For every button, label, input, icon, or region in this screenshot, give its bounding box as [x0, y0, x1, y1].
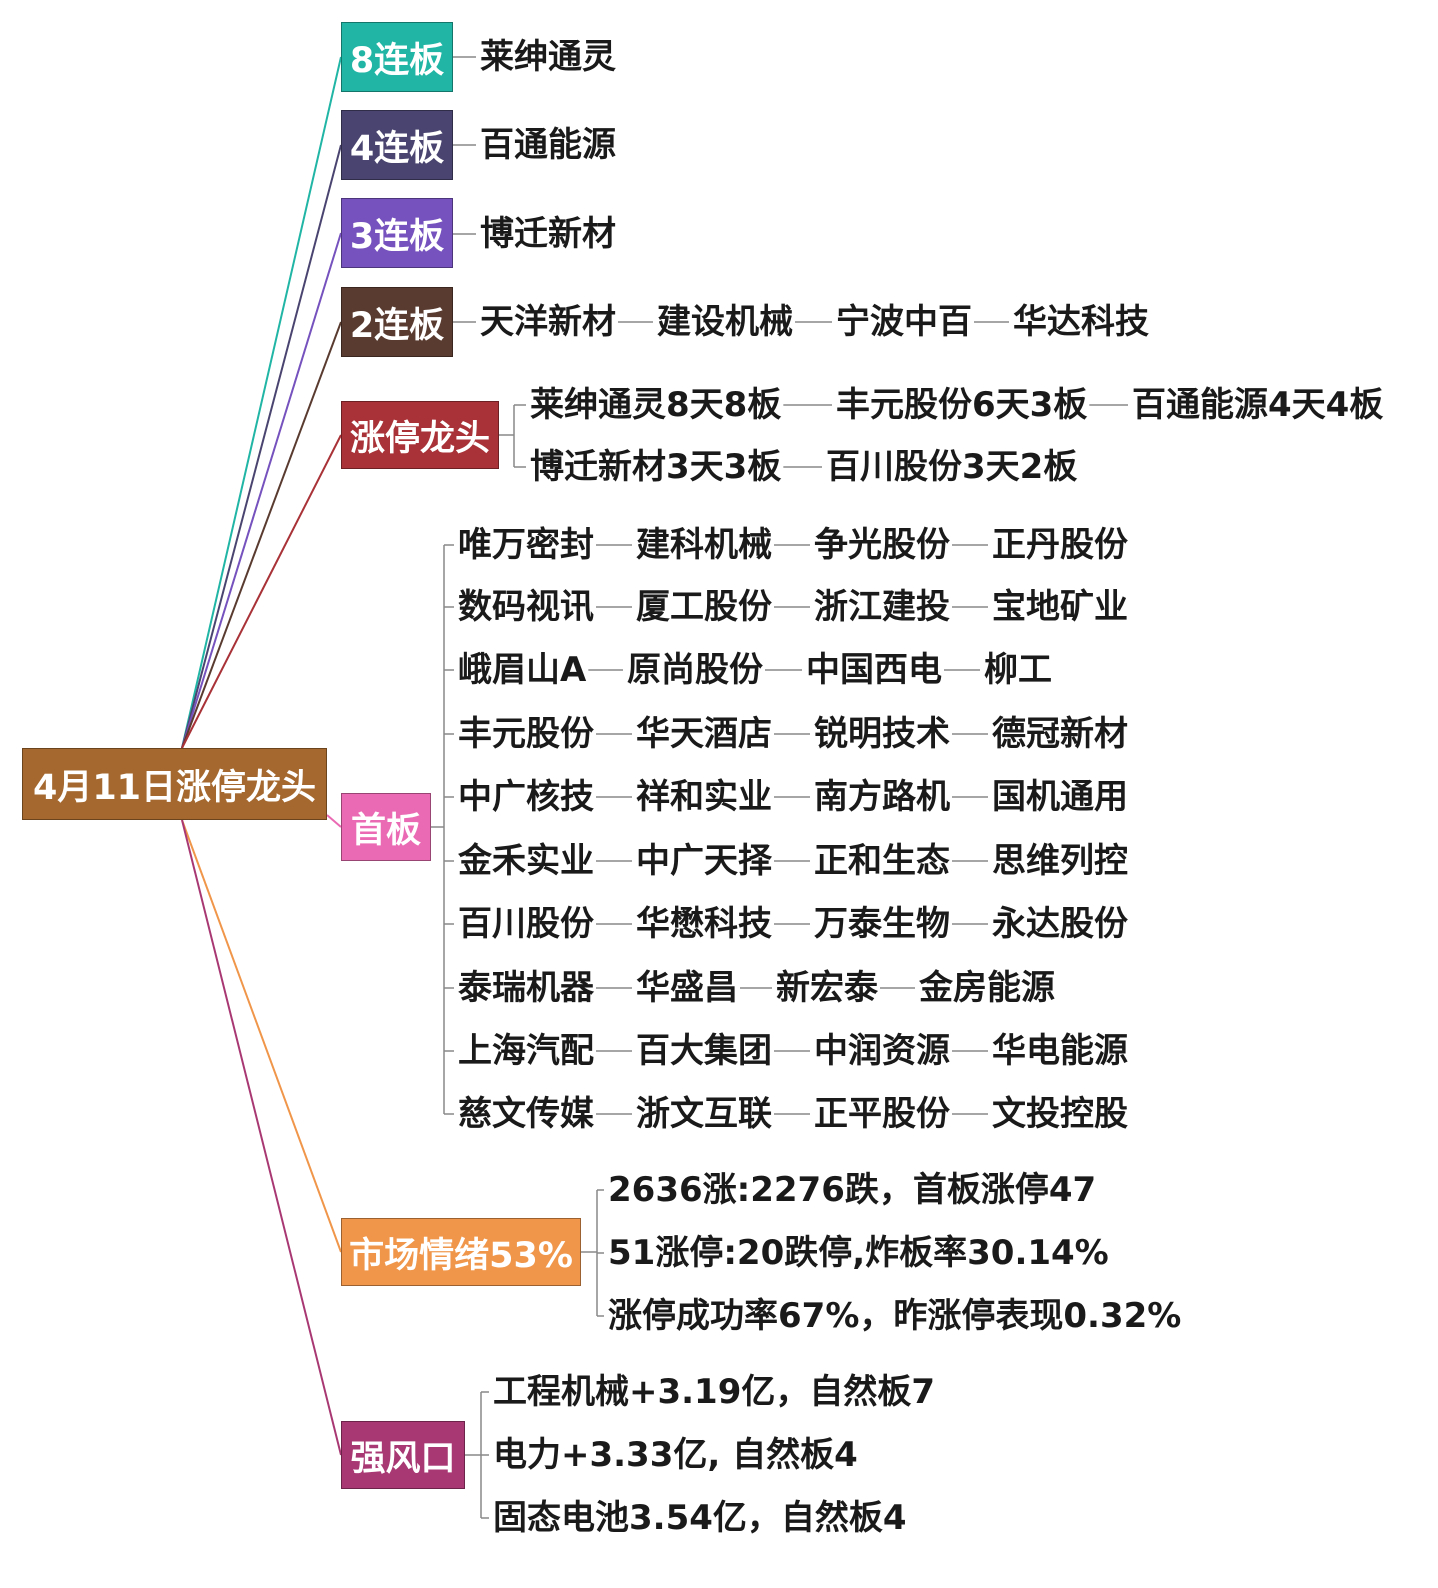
leaf-item-first: 争光股份	[814, 525, 950, 565]
leaf-item-first: 祥和实业	[636, 777, 772, 817]
leaf-item-first: 原尚股份	[627, 650, 763, 690]
leaf-item-leader: 丰元股份6天3板	[836, 385, 1088, 425]
branch-market-mood: 市场情绪53%	[341, 1218, 581, 1286]
leaf-item-first: 丰元股份	[458, 714, 594, 754]
leaf-item-first: 峨眉山A	[458, 650, 587, 690]
leaf-item-first: 华盛昌	[636, 968, 738, 1008]
leaf-item-first: 数码视讯	[458, 587, 594, 627]
leaf-item-first: 中广天择	[636, 841, 772, 881]
leaf-item-first: 厦工股份	[636, 587, 772, 627]
leaf-item-first: 百川股份	[458, 904, 594, 944]
leaf-item-mood: 51涨停:20跌停,炸板率30.14%	[608, 1233, 1109, 1273]
leaf-item-first: 正和生态	[814, 841, 950, 881]
leaf-item-first: 文投控股	[992, 1094, 1128, 1134]
connector-root-mood	[181, 819, 342, 1253]
leaf-item-b4: 百通能源	[480, 125, 616, 165]
leaf-item-first: 万泰生物	[814, 904, 950, 944]
leaf-item-leader: 百川股份3天2板	[826, 447, 1078, 487]
leaf-item-first: 慈文传媒	[458, 1094, 594, 1134]
leaf-item-first: 金禾实业	[458, 841, 594, 881]
branch-4-board: 4连板	[341, 110, 453, 180]
connector-root-leader	[181, 434, 342, 749]
leaf-item-first: 浙江建投	[814, 587, 950, 627]
branch-2-board: 2连板	[341, 287, 453, 357]
leaf-item-first: 思维列控	[992, 841, 1128, 881]
connector-root-b4	[181, 144, 342, 749]
branch-hot-sector: 强风口	[341, 1421, 465, 1489]
leaf-item-first: 柳工	[984, 650, 1052, 690]
branch-8-board: 8连板	[341, 22, 453, 92]
leaf-item-first: 唯万密封	[458, 525, 594, 565]
leaf-item-first: 德冠新材	[992, 714, 1128, 754]
leaf-item-first: 华懋科技	[636, 904, 772, 944]
branch-3-board: 3连板	[341, 198, 453, 268]
leaf-item-first: 锐明技术	[814, 714, 950, 754]
leaf-item-first: 宝地矿业	[992, 587, 1128, 627]
connector-root-wind	[181, 819, 342, 1456]
leaf-item-first: 正丹股份	[992, 525, 1128, 565]
branch-limit-up-leader: 涨停龙头	[341, 401, 499, 469]
leaf-item-leader: 莱绅通灵8天8板	[530, 385, 782, 425]
leaf-item-first: 新宏泰	[776, 968, 878, 1008]
leaf-item-first: 百大集团	[636, 1031, 772, 1071]
leaf-item-wind: 工程机械+3.19亿，自然板7	[493, 1372, 936, 1412]
leaf-item-first: 中广核技	[458, 777, 594, 817]
connector-root-first	[326, 814, 342, 828]
leaf-item-b2: 天洋新材	[480, 302, 616, 342]
leaf-item-first: 建科机械	[636, 525, 772, 565]
leaf-item-first: 中国西电	[806, 650, 942, 690]
leaf-item-first: 永达股份	[992, 904, 1128, 944]
leaf-item-b8: 莱绅通灵	[480, 37, 616, 77]
leaf-item-first: 泰瑞机器	[458, 968, 594, 1008]
leaf-item-b2: 建设机械	[657, 302, 793, 342]
leaf-item-first: 正平股份	[814, 1094, 950, 1134]
leaf-item-first: 金房能源	[919, 968, 1055, 1008]
leaf-item-b3: 博迁新材	[480, 214, 616, 254]
leaf-item-first: 国机通用	[992, 777, 1128, 817]
leaf-item-mood: 2636涨:2276跌，首板涨停47	[608, 1170, 1097, 1210]
leaf-item-first: 华天酒店	[636, 714, 772, 754]
leaf-item-first: 浙文互联	[636, 1094, 772, 1134]
leaf-item-leader: 百通能源4天4板	[1132, 385, 1384, 425]
leaf-item-wind: 电力+3.33亿, 自然板4	[493, 1435, 858, 1475]
connector-root-b3	[181, 232, 342, 749]
leaf-item-mood: 涨停成功率67%，昨涨停表现0.32%	[608, 1296, 1182, 1336]
leaf-item-b2: 华达科技	[1013, 302, 1149, 342]
leaf-item-b2: 宁波中百	[836, 302, 972, 342]
branch-first-board: 首板	[341, 793, 431, 861]
connector-root-b8	[181, 56, 342, 749]
leaf-item-first: 华电能源	[992, 1031, 1128, 1071]
leaf-item-leader: 博迁新材3天3板	[530, 447, 782, 487]
leaf-item-wind: 固态电池3.54亿，自然板4	[493, 1498, 907, 1538]
leaf-item-first: 上海汽配	[458, 1031, 594, 1071]
root-node: 4月11日涨停龙头	[22, 748, 327, 820]
connector-root-b2	[181, 321, 342, 749]
leaf-item-first: 南方路机	[814, 777, 950, 817]
leaf-item-first: 中润资源	[814, 1031, 950, 1071]
